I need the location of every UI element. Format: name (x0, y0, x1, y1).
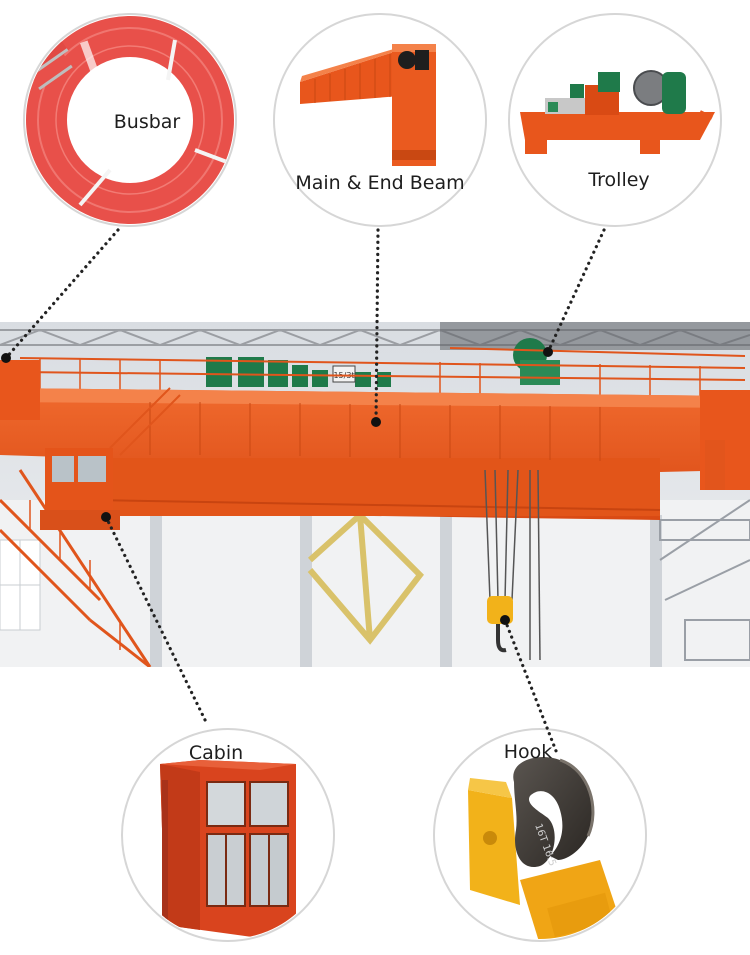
hook-callout: 16T 16:5 Hook (433, 728, 647, 942)
trolley-label: Trolley (587, 169, 649, 191)
beam-anchor-dot (371, 417, 381, 427)
beam-leader (374, 228, 380, 424)
beam-callout: Main & End Beam (273, 13, 487, 227)
cabin-leader (104, 515, 209, 726)
cabin-label: Cabin (189, 742, 243, 764)
busbar-anchor-dot (1, 353, 11, 363)
hook-leader (503, 618, 560, 758)
cabin-callout: Cabin (121, 728, 335, 942)
cabin-anchor-dot (101, 512, 111, 522)
hook-anchor-dot (500, 615, 510, 625)
busbar-label: Busbar (114, 111, 181, 133)
busbar-callout: Busbar (23, 13, 237, 227)
trolley-leader (546, 228, 606, 354)
beam-label: Main & End Beam (295, 172, 464, 194)
trolley-anchor-dot (543, 347, 553, 357)
hook-label: Hook (504, 741, 553, 763)
busbar-leader (4, 228, 120, 360)
crane-photo: 15/3t (0, 322, 750, 667)
trolley-callout: Trolley (508, 13, 722, 227)
